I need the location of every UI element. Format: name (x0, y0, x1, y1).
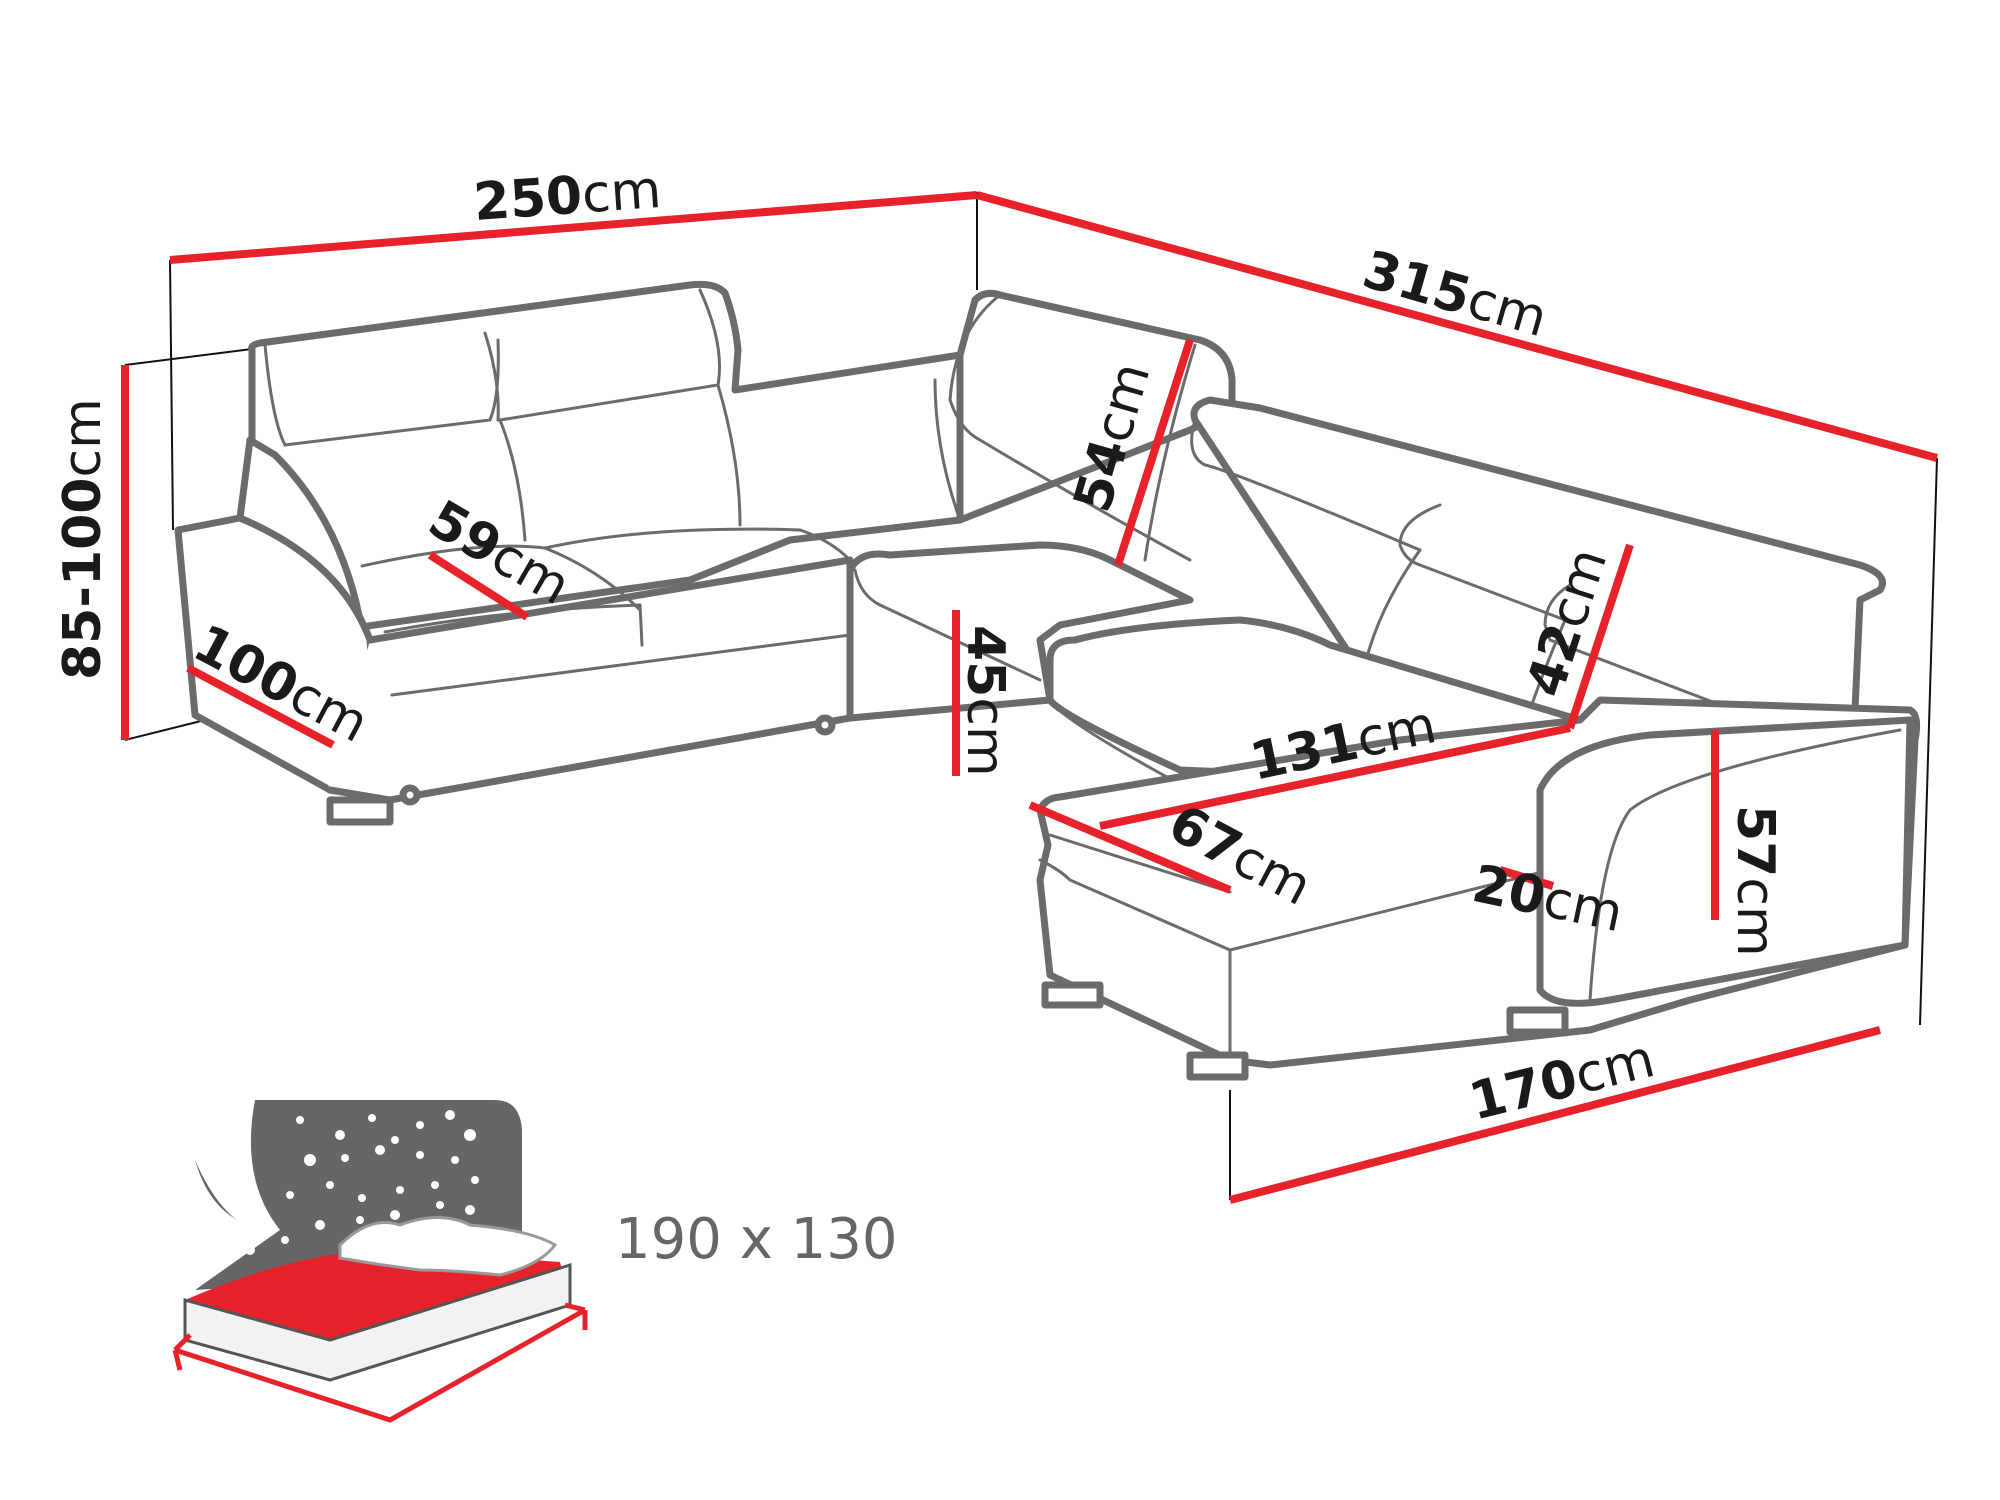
label-315cm: 315cm (1356, 240, 1553, 349)
dimension-labels: 250cm 315cm 85-100cm 100cm 59cm 54cm 45c… (53, 160, 1785, 1133)
foot (1186, 1051, 1249, 1081)
sofa-corner-section (846, 289, 1921, 1081)
bed-icon (172, 1100, 588, 1423)
foot (1041, 981, 1104, 1009)
label-250cm: 250cm (472, 160, 664, 233)
foot (326, 796, 394, 826)
stars (211, 1110, 479, 1255)
label-20cm: 20cm (1467, 854, 1628, 944)
foot (1506, 1006, 1569, 1036)
sofa-left-section (174, 280, 964, 826)
label-85-100cm: 85-100cm (53, 398, 113, 680)
extension-lines (124, 192, 1938, 1200)
sleeping-area-size: 190 x 130 (615, 1207, 898, 1272)
dimension-lines (121, 191, 1939, 1204)
label-57cm: 57cm (1725, 805, 1785, 957)
label-45cm: 45cm (955, 625, 1015, 777)
